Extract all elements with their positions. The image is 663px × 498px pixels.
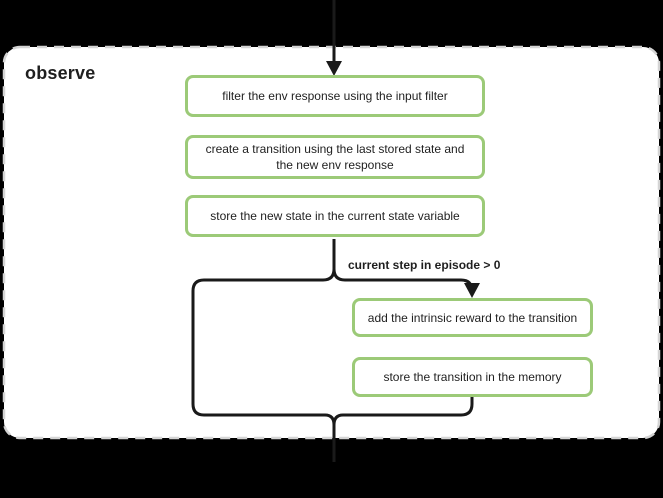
edge-merge-right [332,397,474,426]
node-filter-env-response: filter the env response using the input … [185,75,485,117]
node-store-new-state: store the new state in the current state… [185,195,485,237]
observe-group-container [2,45,661,440]
node-add-intrinsic-reward: add the intrinsic reward to the transiti… [352,298,593,337]
group-title: observe [25,63,96,83]
node-store-transition: store the transition in the memory [352,357,593,397]
arrowhead-down-icon [464,283,480,298]
condition-label: current step in episode > 0 [348,258,501,272]
edge-skip-branch [191,239,336,462]
arrowhead-down-icon [326,61,342,76]
node-create-transition: create a transition using the last store… [185,135,485,179]
